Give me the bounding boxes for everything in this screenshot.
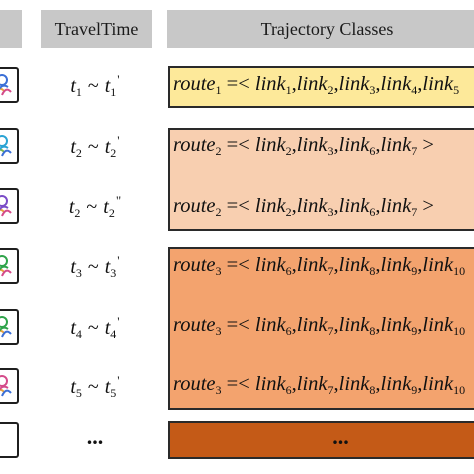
travel-time-range: t4~t4' <box>70 314 120 341</box>
user-box <box>0 309 19 345</box>
user-box <box>0 67 19 103</box>
class-ellipsis: ... <box>332 424 349 449</box>
route-expression: route2 =< link2,link3,link6,link7 > <box>173 195 434 219</box>
class-box-3 <box>168 247 474 410</box>
route-expression: route1 =< link1,link2,link3,link4,link5 <box>173 73 460 97</box>
route-expression: route2 =< link2,link3,link6,link7 > <box>173 134 434 158</box>
route-expression: route3 =< link6,link7,link8,link9,link10 <box>173 373 466 397</box>
user-column-header <box>0 10 22 48</box>
user-box <box>0 248 19 284</box>
user-box-empty <box>0 422 19 458</box>
travel-time-range: t2~t2" <box>68 193 122 220</box>
user-box <box>0 368 19 404</box>
person-group-icon <box>0 135 12 157</box>
route-expression: route3 =< link6,link7,link8,link9,link10 <box>173 314 466 338</box>
person-group-icon <box>0 375 12 397</box>
class-box-1 <box>168 66 474 108</box>
travel-time-ellipsis: ... <box>86 424 104 449</box>
trajectory-classes-header: Trajectory Classes <box>167 10 474 48</box>
person-group-icon <box>0 255 12 277</box>
user-box <box>0 128 19 164</box>
travel-time-range: t3~t3' <box>70 253 120 280</box>
class-box-2 <box>168 128 474 231</box>
travel-time-range: t1~t1' <box>70 72 120 99</box>
user-box <box>0 188 19 224</box>
person-group-icon <box>0 74 12 96</box>
class-box-4 <box>168 421 474 459</box>
person-group-icon <box>0 316 12 338</box>
route-expression: route3 =< link6,link7,link8,link9,link10 <box>173 254 466 278</box>
travel-time-range: t5~t5' <box>70 373 120 400</box>
travel-time-range: t2~t2' <box>70 133 120 160</box>
person-group-icon <box>0 195 12 217</box>
travel-time-header: TravelTime <box>41 10 152 48</box>
